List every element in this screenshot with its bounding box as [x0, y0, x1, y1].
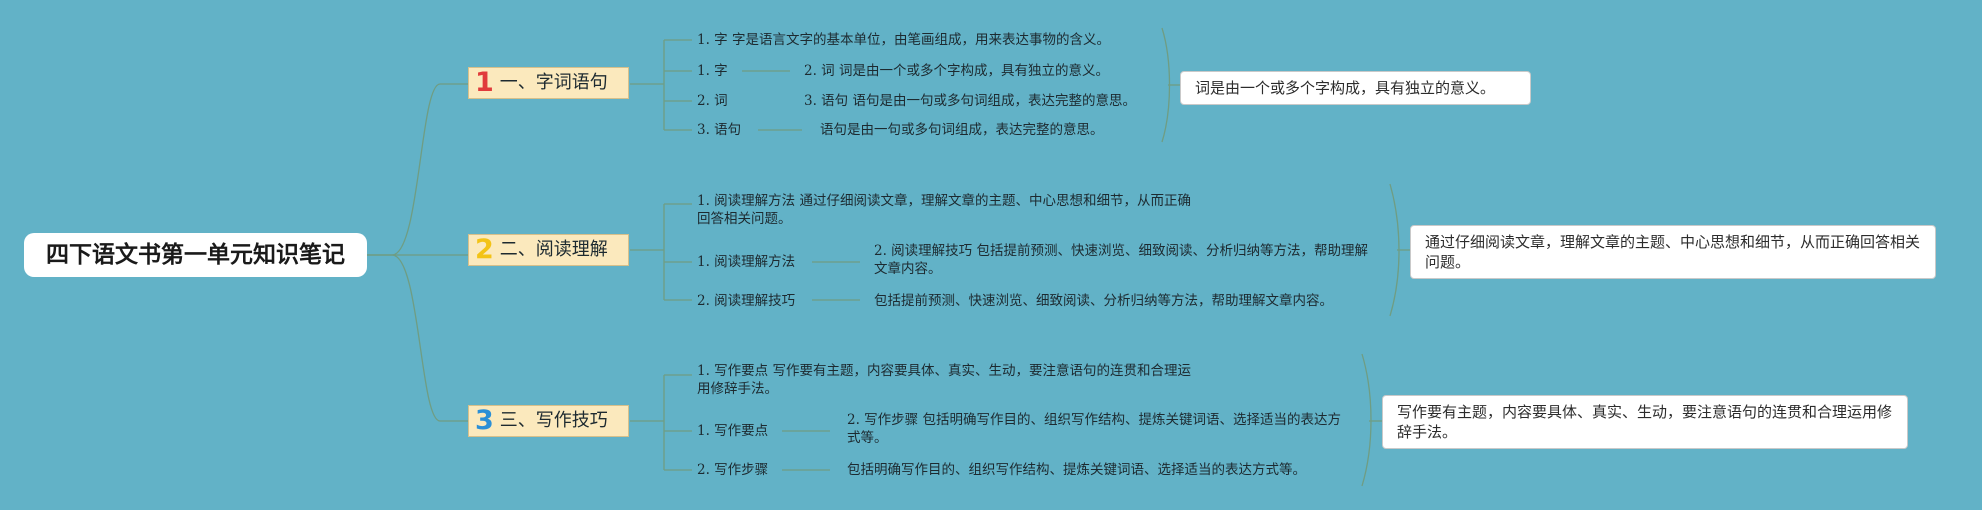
topic-3-item-1: 1. 写作要点 写作要有主题，内容要具体、真实、生动，要注意语句的连贯和合理运用…: [697, 363, 1191, 397]
topic-2-bracket: [630, 203, 692, 301]
number-3-icon: 3: [475, 405, 494, 436]
topic-1-item-3: 2. 词 词是由一个或多个字构成，具有独立的意义。: [804, 63, 1109, 79]
topic-3-item-5: 包括明确写作目的、组织写作结构、提炼关键词语、选择适当的表达方式等。: [847, 462, 1306, 478]
topic-1-item-7: 语句是由一句或多句词组成，表达完整的意思。: [820, 122, 1104, 138]
topic-label: 三、写作技巧: [499, 410, 608, 431]
topic-3-item-3: 2. 写作步骤 包括明确写作目的、组织写作结构、提炼关键词语、选择适当的表达方式…: [847, 412, 1341, 446]
topic-2-item-2: 1. 阅读理解方法: [697, 254, 796, 270]
topic-3-item-links: [782, 430, 830, 471]
topic-label: 二、阅读理解: [499, 239, 608, 260]
topic-2-item-1: 1. 阅读理解方法 通过仔细阅读文章，理解文章的主题、中心思想和细节，从而正确回…: [697, 193, 1191, 227]
topic-1-item-4: 2. 词: [697, 93, 728, 109]
topic-label: 一、字词语句: [499, 72, 608, 93]
topic-3-item-4: 2. 写作步骤: [697, 462, 769, 478]
topic-1-item-links: [742, 70, 802, 131]
topic-1-item-5: 3. 语句 语句是由一句或多句词组成，表达完整的意思。: [804, 93, 1136, 109]
number-2-icon: 2: [475, 234, 494, 265]
topic-1-summary[interactable]: 词是由一个或多个字构成，具有独立的意义。: [1180, 71, 1531, 105]
topic-2-item-links: [812, 261, 860, 301]
topic-3-item-2: 1. 写作要点: [697, 423, 769, 439]
topic-3-summary[interactable]: 写作要有主题，内容要具体、真实、生动，要注意语句的连贯和合理运用修辞手法。: [1382, 395, 1908, 449]
topic-1-summary-bracket: [1161, 27, 1171, 143]
topic-2-summary-bracket: [1389, 183, 1400, 317]
topic-1-item-6: 3. 语句: [697, 122, 742, 138]
number-1-icon: 1: [475, 67, 494, 98]
topic-2-item-5: 包括提前预测、快速浏览、细致阅读、分析归纳等方法，帮助理解文章内容。: [874, 293, 1333, 309]
topic-1-bracket: [630, 39, 692, 131]
topic-1-item-1: 1. 字 字是语言文字的基本单位，由笔画组成，用来表达事物的含义。: [697, 32, 1110, 48]
topic-2-summary[interactable]: 通过仔细阅读文章，理解文章的主题、中心思想和细节，从而正确回答相关问题。: [1410, 225, 1936, 279]
root-to-topic-1-connector: [367, 83, 468, 256]
topic-3-summary-bracket: [1361, 353, 1372, 487]
topic-1-item-2: 1. 字: [697, 63, 728, 79]
topic-2-item-3: 2. 阅读理解技巧 包括提前预测、快速浏览、细致阅读、分析归纳等方法，帮助理解文…: [874, 243, 1368, 277]
root-node-title[interactable]: 四下语文书第一单元知识笔记: [24, 233, 367, 277]
topic-2-item-4: 2. 阅读理解技巧: [697, 293, 796, 309]
root-to-topic-3-connector: [367, 254, 468, 422]
topic-3-bracket: [630, 374, 692, 471]
